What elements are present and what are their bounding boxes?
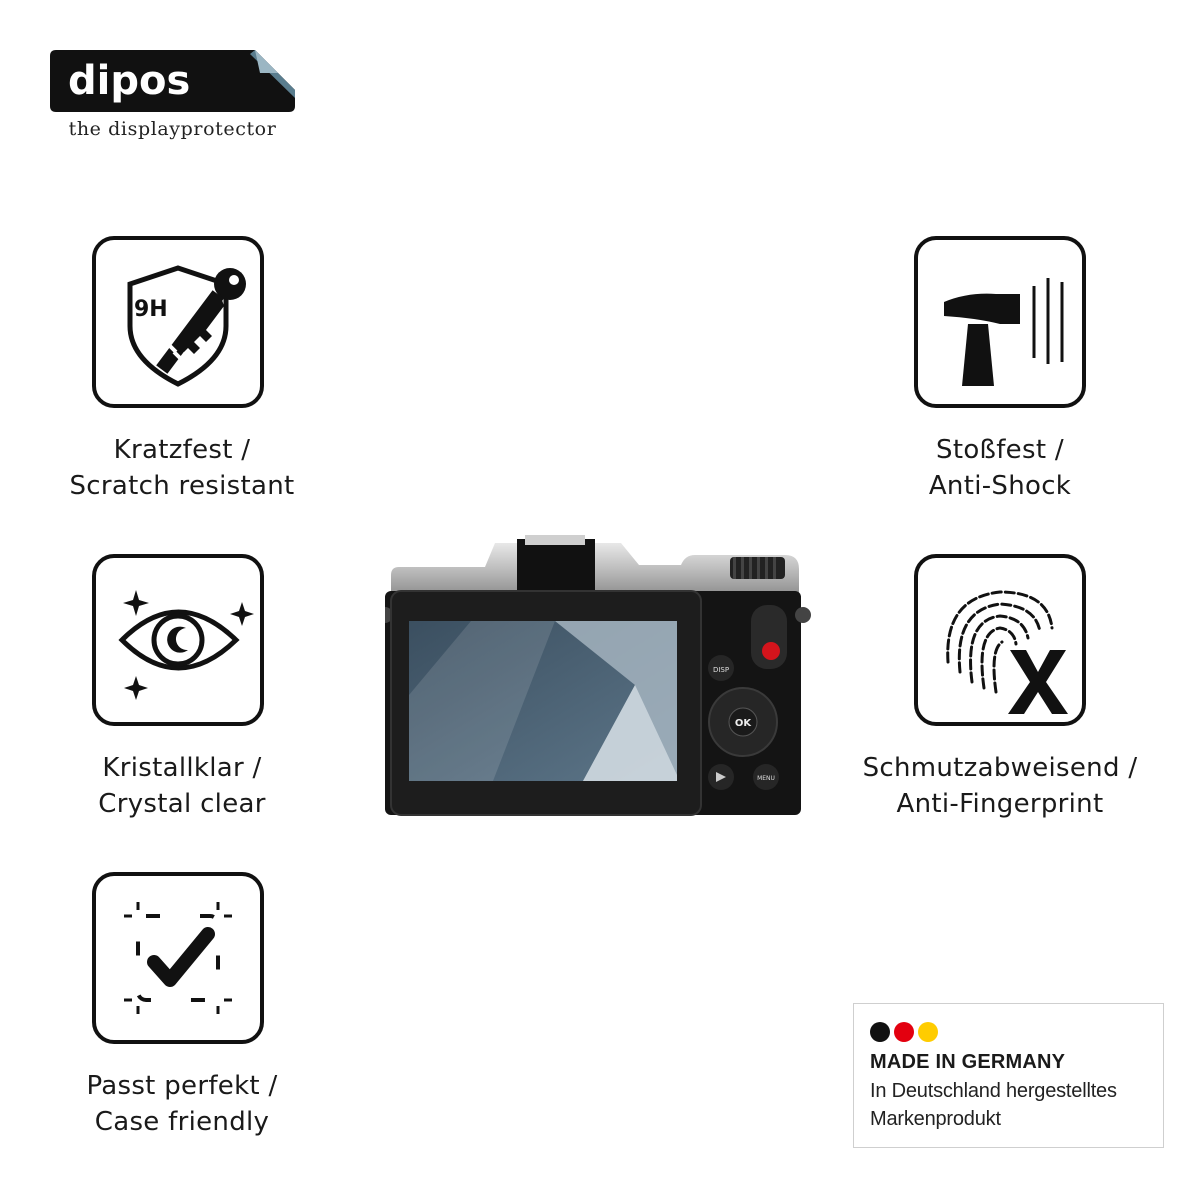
camera-product-image: DISP OK MENU <box>385 535 811 816</box>
clear-label-de: Kristallklar / <box>102 753 262 783</box>
made-in-germany-line2: Markenprodukt <box>870 1108 1001 1130</box>
feature-anti-fingerprint: Schmutzabweisend / Anti-Fingerprint <box>840 554 1160 834</box>
feature-crystal-clear: Kristallklar / Crystal clear <box>22 554 342 834</box>
fit-label-en: Case friendly <box>94 1107 270 1137</box>
fingerprint-x-icon <box>946 590 1068 714</box>
dipos-logo: dipos <box>50 50 295 112</box>
flag-dot-gold <box>918 1022 938 1042</box>
german-flag-dots <box>870 1022 942 1044</box>
shock-label-en: Anti-Shock <box>928 471 1072 501</box>
fingerprint-label: Schmutzabweisend / Anti-Fingerprint <box>840 750 1160 822</box>
feature-anti-shock: Stoßfest / Anti-Shock <box>840 236 1160 516</box>
feature-scratch-resistant: 9H Kratzfest / Scratch resistant <box>22 236 342 516</box>
made-in-germany-line1: In Deutschland hergestelltes <box>870 1080 1117 1102</box>
eye-sparkle-icon <box>118 590 254 700</box>
fingerprint-label-de: Schmutzabweisend / <box>862 753 1138 783</box>
clear-label-en: Crystal clear <box>98 789 266 819</box>
svg-text:OK: OK <box>735 718 753 729</box>
fit-label: Passt perfekt / Case friendly <box>22 1068 342 1140</box>
svg-text:MENU: MENU <box>757 775 775 782</box>
made-in-germany-title: MADE IN GERMANY <box>870 1051 1066 1073</box>
scratch-label: Kratzfest / Scratch resistant <box>22 432 342 504</box>
shock-icon-box <box>914 236 1086 408</box>
brand-tagline: the displayprotector <box>68 118 277 140</box>
clear-icon-box <box>92 554 264 726</box>
svg-text:9H: 9H <box>134 297 168 322</box>
flag-dot-black <box>870 1022 890 1042</box>
shock-label-de: Stoßfest / <box>936 435 1064 465</box>
flag-dot-red <box>894 1022 914 1042</box>
clear-label: Kristallklar / Crystal clear <box>22 750 342 822</box>
svg-text:dipos: dipos <box>68 58 190 104</box>
fit-icon-box <box>92 872 264 1044</box>
made-in-germany-badge: MADE IN GERMANY In Deutschland hergestel… <box>853 1003 1164 1148</box>
shock-label: Stoßfest / Anti-Shock <box>840 432 1160 504</box>
fingerprint-label-en: Anti-Fingerprint <box>896 789 1104 819</box>
svg-text:DISP: DISP <box>713 666 729 674</box>
feature-case-friendly: Passt perfekt / Case friendly <box>22 872 342 1152</box>
scratch-label-en: Scratch resistant <box>69 471 295 501</box>
fit-label-de: Passt perfekt / <box>86 1071 278 1101</box>
checkmark-frame-icon <box>124 902 232 1014</box>
hammer-impact-icon <box>944 278 1064 386</box>
fingerprint-icon-box <box>914 554 1086 726</box>
scratch-label-de: Kratzfest / <box>113 435 251 465</box>
shield-key-9h-icon: 9H <box>127 265 246 387</box>
scratch-icon-box: 9H <box>92 236 264 408</box>
